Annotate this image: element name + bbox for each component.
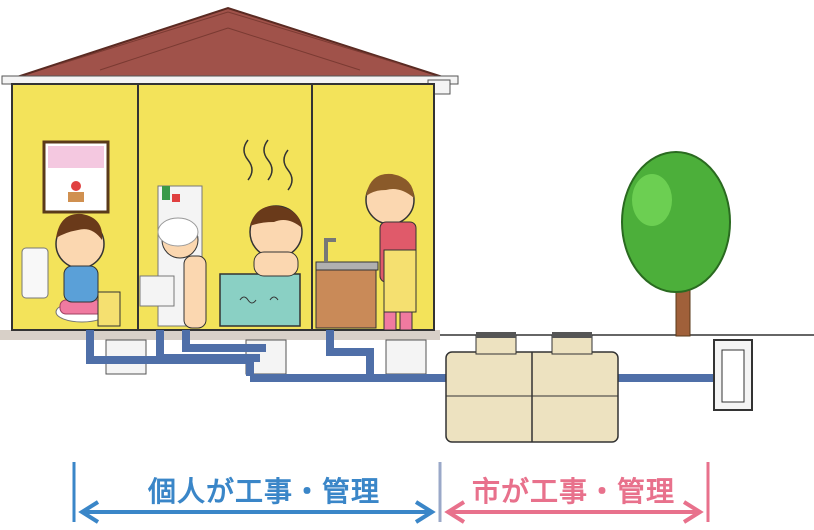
roof bbox=[1, 6, 459, 95]
septic-tank-icon bbox=[445, 332, 619, 443]
private-responsibility-label: 個人が工事・管理 bbox=[148, 475, 381, 508]
window bbox=[42, 140, 110, 214]
ground bbox=[0, 330, 814, 340]
tree-icon bbox=[621, 151, 731, 337]
child-washing-hair bbox=[157, 217, 207, 329]
person-in-bath bbox=[243, 139, 303, 277]
child-on-toilet bbox=[55, 213, 121, 327]
city-span-arrow bbox=[444, 500, 704, 524]
boundary-markers bbox=[72, 462, 710, 522]
city-responsibility-label: 市が工事・管理 bbox=[472, 475, 676, 508]
toilet-icon bbox=[21, 247, 109, 323]
private-span-arrow bbox=[78, 500, 436, 524]
manhole-icon bbox=[713, 339, 753, 411]
bathtub-icon bbox=[219, 273, 301, 327]
kitchen-sink-icon bbox=[315, 238, 379, 329]
person-at-sink bbox=[365, 173, 417, 331]
